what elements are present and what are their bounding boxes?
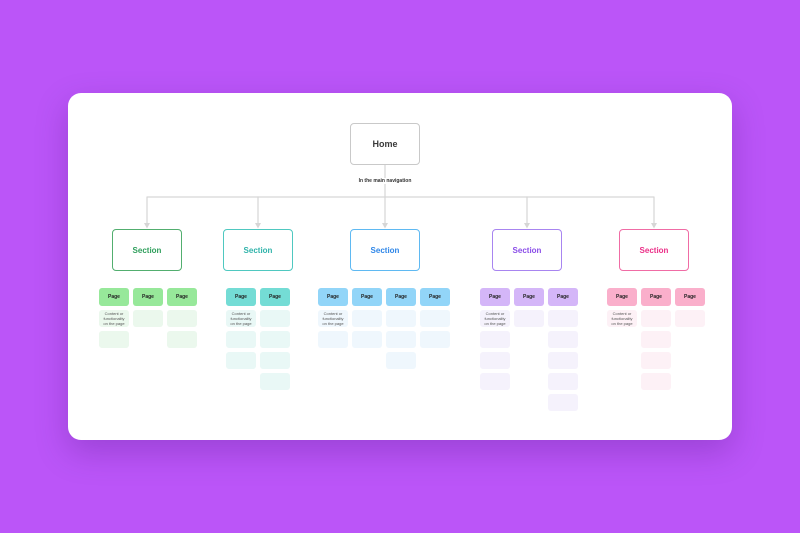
page-column: Page xyxy=(167,288,197,348)
arrowhead-icon xyxy=(651,223,657,229)
placeholder-box xyxy=(386,331,416,348)
section-node-teal: Section xyxy=(223,229,293,271)
content-note-box: Content or functionality on the page xyxy=(607,310,637,327)
page-chip: Page xyxy=(420,288,450,306)
arrowhead-icon xyxy=(255,223,261,229)
placeholder-box xyxy=(420,331,450,348)
placeholder-box xyxy=(260,373,290,390)
arrowhead-icon xyxy=(382,223,388,229)
page-column: Page xyxy=(352,288,382,369)
page-column: Page xyxy=(675,288,705,390)
content-note-box: Content or functionality on the page xyxy=(480,310,510,327)
content-note-box: Content or functionality on the page xyxy=(99,310,129,327)
placeholder-box xyxy=(548,331,578,348)
placeholder-box xyxy=(675,310,705,327)
page-chip: Page xyxy=(167,288,197,306)
page-chip: Page xyxy=(675,288,705,306)
placeholder-box xyxy=(167,310,197,327)
page-chip: Page xyxy=(99,288,129,306)
placeholder-box xyxy=(99,331,129,348)
page-chip: Page xyxy=(226,288,256,306)
page-chip: Page xyxy=(514,288,544,306)
nav-note-label: In the main navigation xyxy=(305,178,465,184)
placeholder-box xyxy=(133,310,163,327)
page-column: Page xyxy=(514,288,544,411)
page-chip: Page xyxy=(386,288,416,306)
placeholder-box xyxy=(548,394,578,411)
page-chip: Page xyxy=(480,288,510,306)
placeholder-box xyxy=(514,310,544,327)
page-column: Page xyxy=(260,288,290,390)
page-column: Page xyxy=(641,288,671,390)
content-note-box: Content or functionality on the page xyxy=(318,310,348,327)
placeholder-box xyxy=(260,310,290,327)
page-column: Page xyxy=(133,288,163,348)
page-chip: Page xyxy=(318,288,348,306)
home-node-label: Home xyxy=(372,139,398,149)
page-chip: Page xyxy=(607,288,637,306)
section-node-blue: Section xyxy=(350,229,420,271)
placeholder-box xyxy=(641,331,671,348)
placeholder-box xyxy=(386,352,416,369)
placeholder-box xyxy=(480,331,510,348)
placeholder-box xyxy=(420,310,450,327)
placeholder-box xyxy=(318,331,348,348)
placeholder-box xyxy=(260,352,290,369)
arrowhead-icon xyxy=(144,223,150,229)
placeholder-box xyxy=(480,373,510,390)
section-node-pink: Section xyxy=(619,229,689,271)
page-chip: Page xyxy=(548,288,578,306)
page-column: Page xyxy=(548,288,578,411)
placeholder-box xyxy=(641,373,671,390)
page-chip: Page xyxy=(641,288,671,306)
connector-lines xyxy=(144,164,657,229)
page-chip: Page xyxy=(133,288,163,306)
page-column: Page xyxy=(386,288,416,369)
page-column: Page xyxy=(420,288,450,369)
placeholder-box xyxy=(167,331,197,348)
placeholder-box xyxy=(641,310,671,327)
placeholder-box xyxy=(548,373,578,390)
trunk-line xyxy=(146,196,655,224)
placeholder-box xyxy=(548,352,578,369)
home-node: Home xyxy=(350,123,420,165)
placeholder-box xyxy=(352,331,382,348)
section-node-purple: Section xyxy=(492,229,562,271)
page-chip: Page xyxy=(352,288,382,306)
placeholder-box xyxy=(260,331,290,348)
placeholder-box xyxy=(480,352,510,369)
section-node-green: Section xyxy=(112,229,182,271)
placeholder-box xyxy=(226,352,256,369)
placeholder-box xyxy=(226,331,256,348)
sitemap-card: Home In the main navigation Section Secti… xyxy=(68,93,732,440)
page-chip: Page xyxy=(260,288,290,306)
placeholder-box xyxy=(548,310,578,327)
placeholder-box xyxy=(352,310,382,327)
placeholder-box xyxy=(641,352,671,369)
arrowhead-icon xyxy=(524,223,530,229)
placeholder-box xyxy=(386,310,416,327)
content-note-box: Content or functionality on the page xyxy=(226,310,256,327)
